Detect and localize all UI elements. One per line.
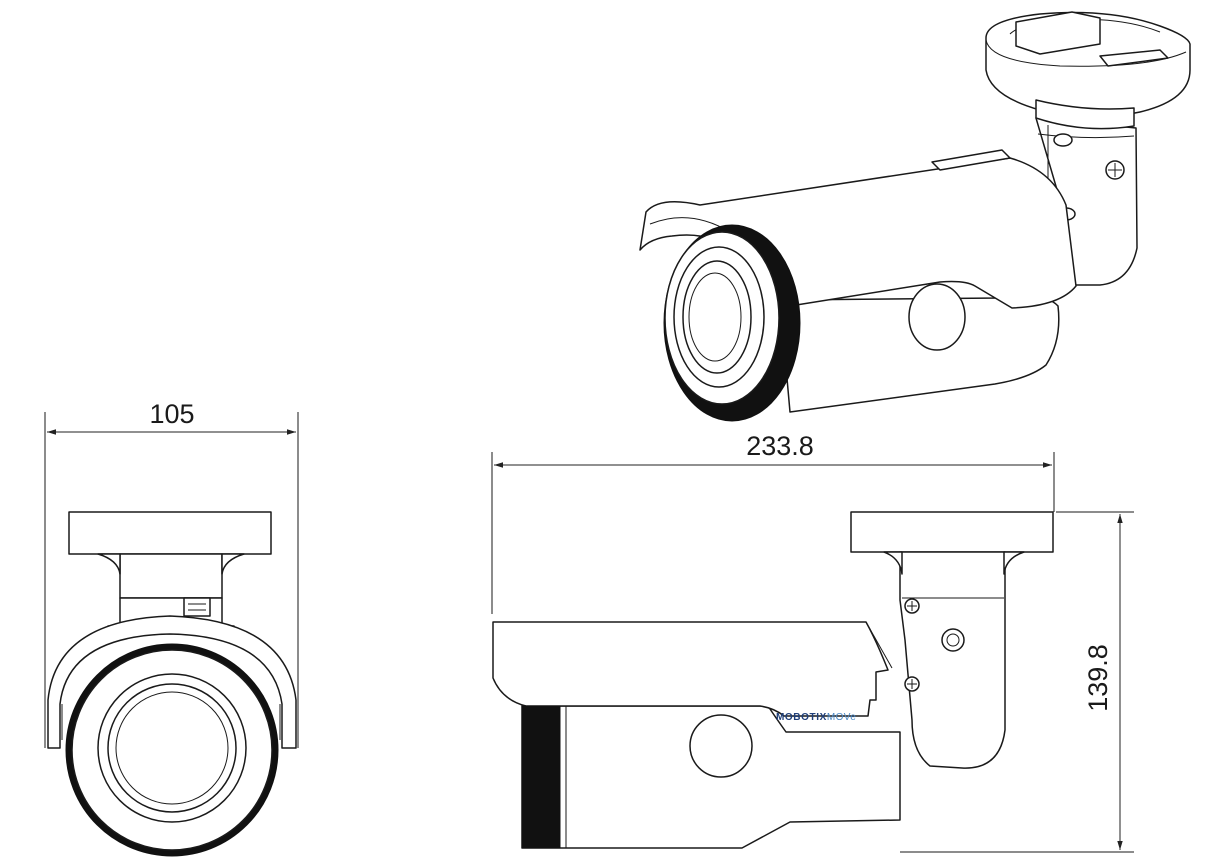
- brand-logo: MOBOTIXMOVe: [776, 712, 856, 723]
- dimension-height-label: 139.8: [1083, 644, 1113, 712]
- front-view: 105: [44, 399, 299, 857]
- isometric-view: [639, 11, 1191, 422]
- side-view: 233.8 139.8 MOBOTIXMOVe: [491, 431, 1134, 853]
- dimension-length-label: 233.8: [746, 431, 814, 461]
- dimension-width-label: 105: [149, 399, 194, 429]
